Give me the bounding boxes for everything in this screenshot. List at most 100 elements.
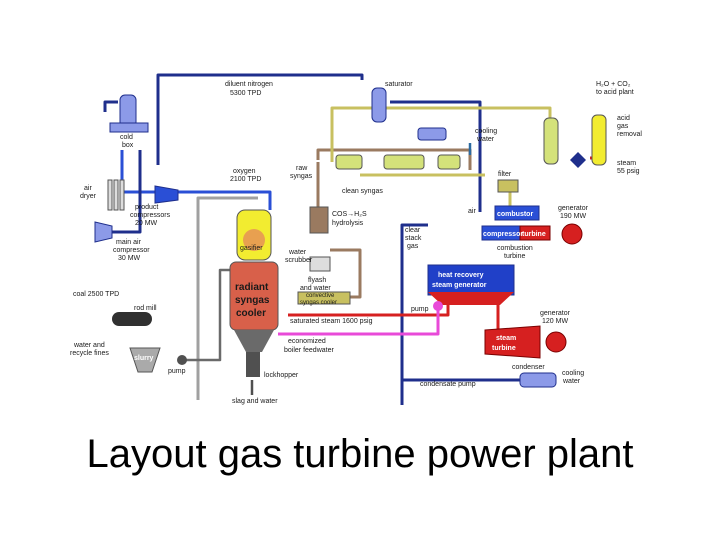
diluent-nitrogen-rate-label: 5300 TPD bbox=[230, 90, 261, 97]
compressor-label: compressor bbox=[483, 231, 523, 238]
main-air-label: main air bbox=[116, 239, 142, 246]
filter bbox=[497, 179, 519, 193]
convective-label: convective bbox=[306, 293, 335, 299]
combustion-turbine bbox=[481, 205, 583, 245]
turbine-label: turbine bbox=[522, 231, 546, 238]
water-scrubber-water-label: water bbox=[288, 249, 307, 256]
dryer-label: dryer bbox=[80, 193, 97, 200]
hrsg-label-1: heat recovery bbox=[438, 272, 484, 279]
raw-to-filter-line bbox=[316, 148, 472, 170]
boiler-feedwater-label: boiler feedwater bbox=[284, 347, 334, 354]
radiant-cooler-label: cooler bbox=[236, 308, 266, 319]
pump-low-label: pump bbox=[168, 368, 186, 375]
cooling-water-low-label-1: cooling bbox=[562, 370, 584, 377]
condensate-pump-label: condensate pump bbox=[420, 381, 476, 388]
generator-top-label: generator bbox=[558, 205, 589, 212]
diluent-nitrogen-label: diluent nitrogen bbox=[225, 81, 273, 88]
syngas-label: syngas bbox=[290, 173, 313, 180]
rod-mill-label: rod mill bbox=[134, 305, 157, 312]
water-scrubber-label: scrubber bbox=[285, 257, 313, 264]
heat-exchanger-1 bbox=[335, 154, 363, 170]
labels: diluent nitrogen 5300 TPD saturator H₂O … bbox=[70, 81, 642, 405]
box-label: box bbox=[122, 142, 134, 149]
air-label: air bbox=[84, 185, 92, 192]
flyash-water-label: and water bbox=[300, 285, 331, 292]
stack-gas-label: gas bbox=[407, 243, 419, 250]
feedwater-pump bbox=[433, 301, 443, 311]
saturator bbox=[371, 87, 387, 123]
radiant-syngas-cooler bbox=[229, 261, 279, 377]
heat-exchanger-2 bbox=[383, 154, 425, 170]
condenser bbox=[519, 372, 557, 388]
h2o-co2-label: H₂O + CO₂ bbox=[596, 81, 631, 88]
slag-label: slag and water bbox=[232, 398, 278, 405]
main-air-compressor-label: compressor bbox=[113, 247, 150, 254]
top-exchanger bbox=[417, 127, 447, 141]
rod-mill bbox=[112, 312, 152, 326]
main-air-compressor bbox=[94, 221, 113, 243]
process-flow-diagram: diluent nitrogen 5300 TPD saturator H₂O … bbox=[70, 73, 642, 405]
product-label: product bbox=[135, 204, 158, 211]
stack-label: stack bbox=[405, 235, 422, 242]
compressors-label: compressors bbox=[130, 212, 171, 219]
generator-top-mw-label: 190 MW bbox=[560, 213, 586, 220]
gray-return-line bbox=[196, 196, 258, 400]
convective-syngas-cooler bbox=[297, 291, 351, 305]
cos-label: COS→H₂S bbox=[332, 211, 367, 218]
combustor-label: combustor bbox=[497, 211, 533, 218]
acid-label: acid bbox=[617, 115, 630, 122]
steam-turbine-label-1: steam bbox=[496, 335, 516, 342]
clean-syngas-loop-line bbox=[330, 106, 552, 162]
oxygen-rate-label: 2100 TPD bbox=[230, 176, 261, 183]
pump-top-label: pump bbox=[411, 306, 429, 313]
water-and-label: water and bbox=[73, 342, 105, 349]
gasifier bbox=[236, 209, 272, 261]
steam-turbine-label-2: turbine bbox=[492, 345, 516, 352]
cold-label: cold bbox=[120, 134, 133, 141]
slide-caption: Layout gas turbine power plant bbox=[86, 432, 634, 476]
air-intake-label: air bbox=[468, 208, 476, 215]
flyash-label: flyash bbox=[308, 277, 326, 284]
water-label: water bbox=[476, 136, 495, 143]
acid-gas-column-yellow bbox=[591, 114, 607, 166]
saturated-steam-label: saturated steam 1600 psig bbox=[290, 318, 373, 325]
oxygen-line bbox=[178, 190, 272, 210]
removal-label: removal bbox=[617, 131, 642, 138]
gas-label: gas bbox=[617, 123, 629, 130]
raw-label: raw bbox=[296, 165, 308, 172]
heat-recovery-steam-generator bbox=[427, 264, 515, 305]
water-scrubber bbox=[309, 256, 331, 272]
slurry-pump bbox=[177, 355, 187, 365]
main-air-line bbox=[112, 150, 142, 234]
cooling-label: cooling bbox=[475, 128, 497, 135]
slurry-tank bbox=[129, 347, 161, 373]
slurry-label: slurry bbox=[134, 355, 154, 362]
feedwater-line bbox=[278, 302, 440, 336]
product-compressor bbox=[154, 185, 179, 204]
clear-label: clear bbox=[405, 227, 421, 234]
pipes bbox=[103, 73, 600, 405]
condenser-label: condenser bbox=[512, 364, 545, 371]
cooling-water-low-label-2: water bbox=[562, 378, 581, 385]
convective-cooler-label: syngas cooler bbox=[300, 300, 337, 306]
generator-low-mw-label: 120 MW bbox=[542, 318, 568, 325]
filter-label: filter bbox=[498, 171, 512, 178]
acid-gas-column-green bbox=[543, 117, 559, 165]
hrsg-label-2: steam generator bbox=[432, 282, 487, 289]
slurry-line bbox=[184, 268, 235, 362]
clean-syngas-label: clean syngas bbox=[342, 188, 383, 195]
main-air-mw-label: 30 MW bbox=[118, 255, 141, 262]
economized-label: economized bbox=[288, 338, 326, 345]
heat-exchanger-3 bbox=[437, 154, 461, 170]
cos-hydrolysis bbox=[309, 206, 329, 234]
product-mw-label: 20 MW bbox=[135, 220, 158, 227]
gasifier-label: gasifier bbox=[240, 245, 263, 252]
steam-psig-label: 55 psig bbox=[617, 168, 640, 175]
combustion-turbine-label: turbine bbox=[504, 253, 526, 260]
acid-gas-valve bbox=[570, 152, 586, 168]
air-dryer bbox=[107, 179, 125, 211]
coal-label: coal 2500 TPD bbox=[73, 291, 119, 298]
steam-turbine bbox=[484, 325, 567, 359]
cold-box-loop-line bbox=[103, 100, 118, 112]
saturator-label: saturator bbox=[385, 81, 413, 88]
